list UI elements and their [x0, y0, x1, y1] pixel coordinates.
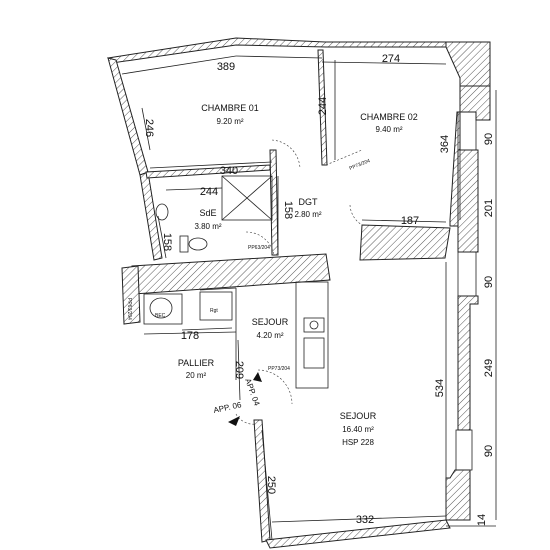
dim-right-90-b: 90: [483, 276, 495, 288]
label-pp-sde: PP63/204: [248, 245, 270, 251]
dim-right-201: 201: [483, 199, 495, 217]
room-name-sejour-main: SEJOUR: [340, 411, 377, 421]
wall-sde-right: [269, 149, 279, 256]
window-sejour-1: [457, 251, 477, 297]
dim-sde-width: 244: [200, 186, 218, 198]
room-area-chambre01: 9.20 m²: [216, 117, 243, 126]
window-sejour-2: [455, 429, 473, 471]
walls: [107, 37, 491, 549]
wall-ch02-left: [317, 49, 328, 166]
dim-ch02-inner: 244: [317, 97, 329, 115]
wall-right-lower: [445, 469, 471, 521]
window-ch02: [457, 111, 477, 151]
arrow-app06-icon: [228, 416, 240, 426]
dim-dgt-height: 158: [282, 201, 294, 219]
dim-ch02-height: 364: [439, 135, 451, 153]
room-name-dgt: DGT: [299, 197, 319, 207]
dim-dgt-bottom: 187: [401, 215, 419, 227]
dim-right-90-a: 90: [483, 133, 495, 145]
wall-ch02-bottom: [359, 224, 451, 261]
label-pp-cab: PP63/204: [126, 298, 132, 320]
arrow-app04-icon: [253, 372, 262, 382]
room-name-chambre02: CHAMBRE 02: [360, 112, 418, 122]
dim-top-right: 274: [382, 53, 400, 65]
dim-top-left: 389: [217, 61, 235, 73]
room-name-chambre01: CHAMBRE 01: [201, 103, 259, 113]
dimension-lines: [121, 55, 497, 541]
dim-ch01-height: 246: [143, 119, 155, 137]
room-area-chambre02: 9.40 m²: [375, 125, 402, 134]
partitions: [143, 175, 329, 389]
room-note-sejour-main: HSP 228: [342, 438, 374, 447]
dim-right-90-c: 90: [483, 445, 495, 457]
room-area-pallier: 20 m²: [186, 371, 207, 380]
dim-sde-height: 158: [161, 233, 173, 251]
wall-cabinet: [121, 265, 141, 325]
wall-right-mid: [457, 149, 479, 253]
label-rgt: Rgt: [210, 308, 218, 314]
wall-bottom: [265, 519, 451, 549]
dim-sejour-height: 534: [434, 379, 446, 397]
room-name-sde: SdE: [199, 208, 216, 218]
dim-bottom-332: 332: [356, 514, 374, 526]
dim-pallier-width: 178: [181, 330, 199, 342]
room-name-sejour-small: SEJOUR: [252, 317, 289, 327]
wall-top-right: [445, 41, 491, 87]
room-area-sejour-main: 16.40 m²: [342, 425, 374, 434]
label-pp-sejour: PP73/204: [268, 366, 290, 372]
dim-ch01-bottom: 340: [220, 165, 238, 177]
doors: [235, 139, 363, 425]
label-app06: APP. 06: [213, 400, 243, 415]
dim-pallier-height: 209: [233, 361, 245, 379]
dim-bottom-14: 14: [476, 514, 488, 526]
dim-entry-250: 250: [265, 476, 277, 494]
windows: [455, 111, 477, 471]
wall-right-mid2: [457, 295, 479, 431]
dim-right-249: 249: [483, 359, 495, 377]
label-pp-ch02: PP73/204: [349, 158, 372, 172]
label-bec: BEC: [155, 313, 166, 319]
room-area-dgt: 2.80 m²: [294, 210, 321, 219]
wall-left-sde: [139, 171, 163, 261]
wall-left-ch01: [107, 57, 149, 176]
room-area-sejour-small: 4.20 m²: [256, 331, 283, 340]
label-app04: APP. 04: [243, 377, 261, 407]
room-area-sde: 3.80 m²: [194, 222, 221, 231]
room-name-pallier: PALLIER: [178, 358, 215, 368]
